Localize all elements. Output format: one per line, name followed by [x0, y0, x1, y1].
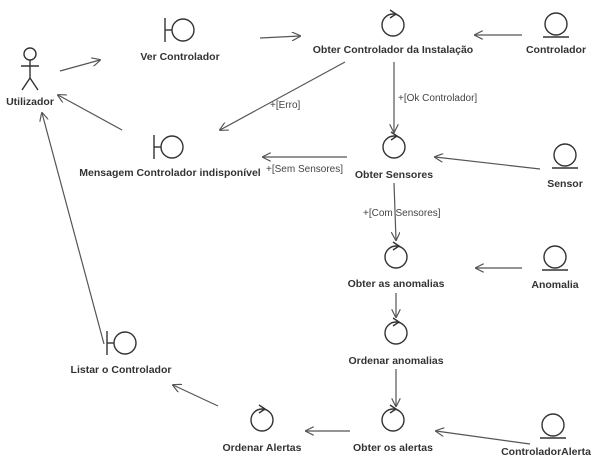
guard-ok-controlador: +[Ok Controlador] — [398, 93, 477, 104]
boundary-ver-controlador-label: Ver Controlador — [140, 51, 219, 63]
control-ordenar-alertas-label: Ordenar Alertas — [223, 442, 302, 454]
entity-controlador-alerta-label: ControladorAlerta — [501, 446, 591, 458]
edge-sensor-obter-sensores — [435, 157, 541, 170]
control-obter-sensores-label: Obter Sensores — [355, 169, 433, 181]
control-icon — [382, 131, 406, 159]
entity-controlador-alerta: ControladorAlerta — [501, 413, 591, 458]
control-icon — [381, 9, 405, 37]
actor-icon — [21, 47, 39, 91]
entity-anomalia-label: Anomalia — [531, 279, 578, 291]
control-obter-alertas-label: Obter os alertas — [353, 442, 433, 454]
edge-obter-controlador-mensagem — [220, 61, 346, 130]
edge-ver-controlador-obter-controlador — [259, 36, 300, 38]
control-ordenar-anomalias: Ordenar anomalias — [348, 317, 444, 367]
edge-utilizador-ver-controlador — [59, 60, 100, 72]
edge-mensagem-utilizador — [58, 95, 123, 131]
entity-icon — [552, 143, 578, 169]
control-obter-controlador-label: Obter Controlador da Instalação — [313, 44, 473, 56]
boundary-mensagem-label: Mensagem Controlador indisponível — [79, 167, 261, 179]
guard-com-sensores: +[Com Sensores] — [363, 208, 441, 219]
edge-controlador-alerta-obter-alertas — [436, 431, 531, 445]
boundary-icon — [153, 135, 184, 159]
boundary-ver-controlador: Ver Controlador — [140, 18, 220, 63]
guard-erro: +[Erro] — [270, 100, 301, 111]
boundary-mensagem-indisponivel: Mensagem Controlador indisponível — [79, 135, 261, 179]
control-icon — [250, 404, 274, 432]
edge-ordenar-alertas-listar — [173, 385, 219, 407]
edge-obter-sensores-obter-anomalias — [394, 182, 396, 240]
entity-controlador: Controlador — [526, 12, 586, 56]
boundary-listar-controlador: Listar o Controlador — [71, 331, 172, 376]
control-icon — [381, 404, 405, 432]
control-obter-anomalias-label: Obter as anomalias — [348, 278, 445, 290]
control-obter-controlador: Obter Controlador da Instalação — [313, 9, 473, 56]
control-obter-alertas: Obter os alertas — [353, 404, 433, 454]
entity-icon — [543, 12, 569, 38]
boundary-listar-label: Listar o Controlador — [71, 364, 172, 376]
edges — [42, 35, 541, 445]
boundary-icon — [164, 18, 195, 42]
control-ordenar-alertas: Ordenar Alertas — [223, 404, 302, 454]
actor-utilizador: Utilizador — [6, 47, 54, 108]
entity-anomalia: Anomalia — [531, 245, 579, 291]
control-obter-sensores: Obter Sensores — [355, 131, 433, 181]
entity-sensor: Sensor — [547, 143, 583, 190]
actor-utilizador-label: Utilizador — [6, 96, 54, 108]
edge-listar-utilizador — [42, 113, 105, 345]
guard-sem-sensores: +[Sem Sensores] — [266, 164, 343, 175]
control-icon — [384, 241, 408, 269]
entity-icon — [540, 413, 566, 439]
boundary-icon — [106, 331, 137, 355]
guard-labels: +[Erro] +[Ok Controlador] +[Sem Sensores… — [266, 93, 477, 219]
control-obter-anomalias: Obter as anomalias — [348, 241, 445, 290]
control-icon — [384, 317, 408, 345]
control-ordenar-anomalias-label: Ordenar anomalias — [348, 355, 443, 367]
entity-sensor-label: Sensor — [547, 178, 583, 190]
entity-controlador-label: Controlador — [526, 44, 586, 56]
entity-icon — [542, 245, 568, 271]
